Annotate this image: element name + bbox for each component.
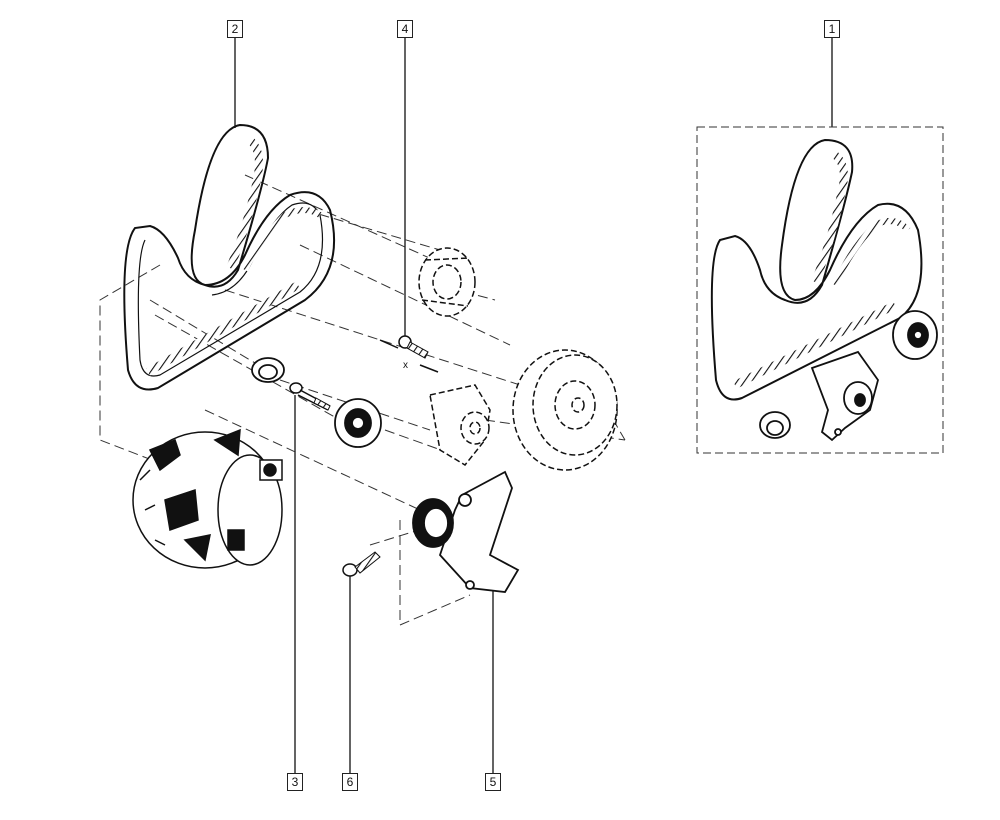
callout-4: 4 — [397, 20, 413, 38]
alternator — [132, 428, 283, 569]
pulley-upper — [418, 247, 476, 317]
callout-2: 2 — [227, 20, 243, 38]
accessory-drive-belt — [123, 123, 336, 391]
kit-clamp-ring — [759, 411, 791, 439]
bolt-item-6 — [342, 551, 381, 577]
callout-3: 3 — [287, 773, 303, 791]
callout-6: 6 — [342, 773, 358, 791]
kit-belt — [710, 138, 923, 401]
idler-pulley — [334, 398, 382, 448]
kit-box — [696, 126, 944, 454]
kit-tensioner — [810, 350, 879, 442]
leader-lines — [234, 37, 833, 773]
tensioner-bracket — [412, 470, 520, 593]
clamp-ring — [251, 357, 285, 383]
crankshaft-pulley — [512, 349, 618, 471]
bolt-item-3 — [289, 382, 331, 411]
tensioner — [429, 384, 491, 466]
dimension-marker: x — [403, 360, 408, 371]
kit-idler-pulley — [892, 310, 938, 360]
callout-5: 5 — [485, 773, 501, 791]
callout-1: 1 — [824, 20, 840, 38]
bolt-item-4 — [379, 335, 439, 373]
